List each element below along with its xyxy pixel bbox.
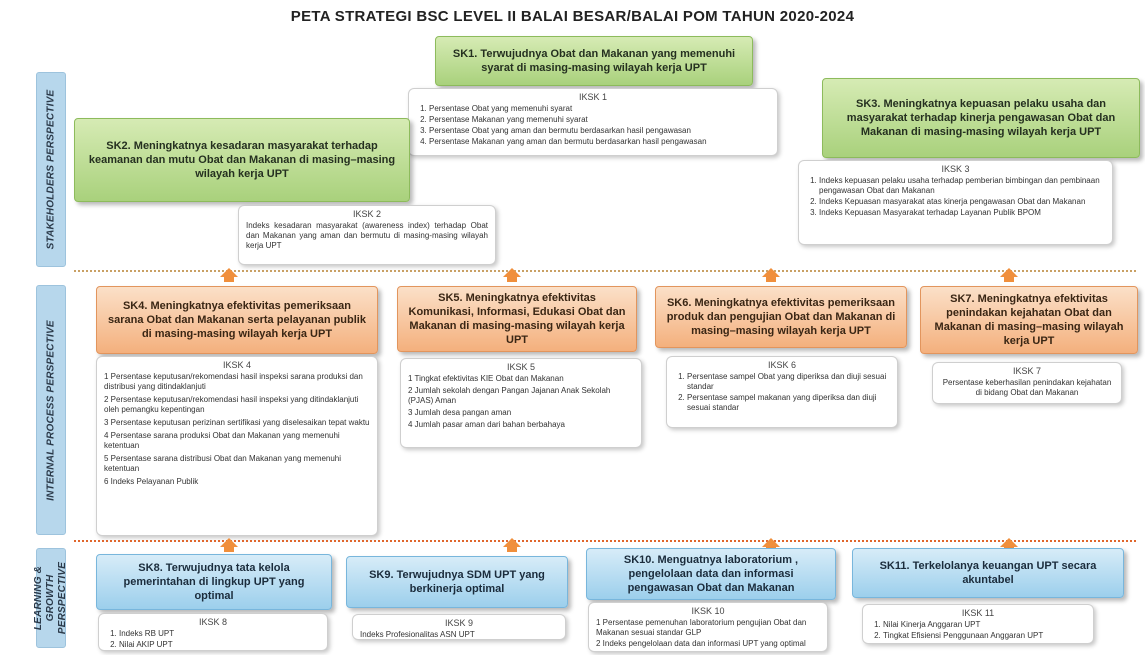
iksk8-indicator-box: IKSK 8 Indeks RB UPT Nilai AKIP UPT bbox=[98, 613, 328, 651]
iksk1-item: Persentase Obat yang memenuhi syarat bbox=[429, 104, 770, 114]
iksk4-item: 5 Persentase sarana distribusi Obat dan … bbox=[104, 454, 342, 473]
arrow-up-icon bbox=[503, 538, 521, 552]
sk10-objective-box: SK10. Menguatnya laboratorium , pengelol… bbox=[586, 548, 836, 600]
internal-divider bbox=[74, 540, 1136, 542]
iksk9-indicator-box: IKSK 9 Indeks Profesionalitas ASN UPT bbox=[352, 614, 566, 640]
arrow-up-icon bbox=[220, 268, 238, 282]
iksk8-item: Indeks RB UPT bbox=[119, 629, 320, 639]
iksk6-item: Persentase sampel makanan yang diperiksa… bbox=[687, 393, 890, 413]
iksk2-indicator-box: IKSK 2 Indeks kesadaran masyarakat (awar… bbox=[238, 205, 496, 265]
sk8-text: SK8. Terwujudnya tata kelola pemerintaha… bbox=[123, 562, 305, 602]
iksk4-item: 6 Indeks Pelayanan Publik bbox=[104, 477, 199, 486]
iksk6-item: Persentase sampel Obat yang diperiksa da… bbox=[687, 372, 890, 392]
stakeholders-perspective-text: STAKEHOLDERS PERSPECTIVE bbox=[45, 89, 57, 250]
iksk8-label: IKSK 8 bbox=[198, 617, 227, 627]
sk3-objective-box: SK3. Meningkatnya kepuasan pelaku usaha … bbox=[822, 78, 1140, 158]
sk11-objective-box: SK11. Terkelolanya keuangan UPT secara a… bbox=[852, 548, 1124, 598]
sk5-text: SK5. Meningkatnya efektivitas Komunikasi… bbox=[408, 292, 626, 346]
iksk7-indicator-box: IKSK 7 Persentase keberhasilan penindaka… bbox=[932, 362, 1122, 404]
iksk9-label: IKSK 9 bbox=[444, 618, 473, 628]
iksk5-item: 3 Jumlah desa pangan aman bbox=[408, 408, 512, 417]
iksk5-item: 2 Jumlah sekolah dengan Pangan Jajanan A… bbox=[408, 386, 611, 405]
iksk3-item: Indeks Kepuasan masyarakat atas kinerja … bbox=[819, 197, 1105, 207]
iksk3-indicator-box: IKSK 3 Indeks kepuasan pelaku usaha terh… bbox=[798, 160, 1113, 245]
iksk6-label: IKSK 6 bbox=[767, 360, 796, 370]
sk6-objective-box: SK6. Meningkatnya efektivitas pemeriksaa… bbox=[655, 286, 907, 348]
iksk3-item: Indeks Kepuasan Masyarakat terhadap Laya… bbox=[819, 208, 1105, 218]
sk7-text: SK7. Meningkatnya efektivitas penindakan… bbox=[934, 293, 1124, 347]
sk8-objective-box: SK8. Terwujudnya tata kelola pemerintaha… bbox=[96, 554, 332, 610]
iksk9-text: Indeks Profesionalitas ASN UPT bbox=[360, 630, 475, 639]
sk2-objective-box: SK2. Meningkatnya kesadaran masyarakat t… bbox=[74, 118, 410, 202]
iksk5-label: IKSK 5 bbox=[506, 362, 535, 372]
iksk2-label: IKSK 2 bbox=[352, 209, 381, 219]
iksk5-item: 1 Tingkat efektivitas KIE Obat dan Makan… bbox=[408, 374, 564, 383]
learning-growth-perspective-label: LEARNING & GROWTH PERSPECTIVE bbox=[33, 548, 68, 648]
iksk7-text: Persentase keberhasilan penindakan kejah… bbox=[942, 378, 1112, 397]
internal-process-perspective-text: INTERNAL PROCESS PERSPECTIVE bbox=[45, 319, 57, 501]
sk5-objective-box: SK5. Meningkatnya efektivitas Komunikasi… bbox=[397, 286, 637, 352]
iksk4-indicator-box: IKSK 4 1 Persentase keputusan/rekomendas… bbox=[96, 356, 378, 536]
sk2-text: SK2. Meningkatnya kesadaran masyarakat t… bbox=[88, 140, 396, 180]
iksk3-label: IKSK 3 bbox=[941, 164, 970, 174]
iksk1-label: IKSK 1 bbox=[578, 92, 607, 102]
iksk1-item: Persentase Makanan yang memenuhi syarat bbox=[429, 115, 770, 125]
arrow-up-icon bbox=[1000, 538, 1018, 552]
sk4-objective-box: SK4. Meningkatnya efektivitas pemeriksaa… bbox=[96, 286, 378, 354]
iksk10-indicator-box: IKSK 10 1 Persentase pemenuhan laborator… bbox=[588, 602, 828, 652]
sk1-objective-box: SK1. Terwujudnya Obat dan Makanan yang m… bbox=[435, 36, 753, 86]
iksk1-item: Persentase Makanan yang aman dan bermutu… bbox=[429, 137, 770, 147]
iksk1-indicator-box: IKSK 1 Persentase Obat yang memenuhi sya… bbox=[408, 88, 778, 156]
iksk5-item: 4 Jumlah pasar aman dari bahan berbahaya bbox=[408, 420, 565, 429]
iksk3-item: Indeks kepuasan pelaku usaha terhadap pe… bbox=[819, 176, 1105, 196]
sk4-text: SK4. Meningkatnya efektivitas pemeriksaa… bbox=[108, 300, 366, 340]
iksk6-indicator-box: IKSK 6 Persentase sampel Obat yang diper… bbox=[666, 356, 898, 428]
iksk2-text: Indeks kesadaran masyarakat (awareness i… bbox=[246, 221, 488, 250]
sk10-text: SK10. Menguatnya laboratorium , pengelol… bbox=[623, 554, 799, 594]
sk9-objective-box: SK9. Terwujudnya SDM UPT yang berkinerja… bbox=[346, 556, 568, 608]
arrow-up-icon bbox=[503, 268, 521, 282]
arrow-up-icon bbox=[220, 538, 238, 552]
iksk8-item: Nilai AKIP UPT bbox=[119, 640, 320, 650]
sk6-text: SK6. Meningkatnya efektivitas pemeriksaa… bbox=[666, 297, 896, 337]
arrow-up-icon bbox=[1000, 268, 1018, 282]
iksk4-label: IKSK 4 bbox=[222, 360, 251, 370]
iksk10-item: 1 Persentase pemenuhan laboratorium peng… bbox=[596, 618, 807, 637]
iksk11-item: Tingkat Efisiensi Penggunaan Anggaran UP… bbox=[883, 631, 1086, 641]
iksk1-item: Persentase Obat yang aman dan bermutu be… bbox=[429, 126, 770, 136]
iksk4-item: 4 Persentase sarana produksi Obat dan Ma… bbox=[104, 431, 340, 450]
iksk11-indicator-box: IKSK 11 Nilai Kinerja Anggaran UPT Tingk… bbox=[862, 604, 1094, 644]
iksk4-item: 3 Persentase keputusan perizinan sertifi… bbox=[104, 418, 370, 427]
sk11-text: SK11. Terkelolanya keuangan UPT secara a… bbox=[879, 560, 1097, 586]
iksk4-item: 1 Persentase keputusan/rekomendasi hasil… bbox=[104, 372, 363, 391]
arrow-up-icon bbox=[762, 268, 780, 282]
arrow-up-icon bbox=[762, 538, 780, 552]
iksk10-item: 2 Indeks pengelolaan data dan informasi … bbox=[596, 639, 806, 648]
sk3-text: SK3. Meningkatnya kepuasan pelaku usaha … bbox=[846, 98, 1116, 138]
iksk7-label: IKSK 7 bbox=[1012, 366, 1041, 376]
page-title: PETA STRATEGI BSC LEVEL II BALAI BESAR/B… bbox=[290, 8, 855, 25]
iksk11-label: IKSK 11 bbox=[961, 608, 995, 618]
sk1-text: SK1. Terwujudnya Obat dan Makanan yang m… bbox=[452, 48, 736, 74]
sk7-objective-box: SK7. Meningkatnya efektivitas penindakan… bbox=[920, 286, 1138, 354]
learning-growth-perspective-text: LEARNING & GROWTH PERSPECTIVE bbox=[33, 561, 68, 635]
iksk10-label: IKSK 10 bbox=[691, 606, 725, 616]
iksk5-indicator-box: IKSK 5 1 Tingkat efektivitas KIE Obat da… bbox=[400, 358, 642, 448]
iksk4-item: 2 Persentase keputusan/rekomendasi hasil… bbox=[104, 395, 359, 414]
stakeholder-divider bbox=[74, 270, 1136, 272]
internal-process-perspective-label: INTERNAL PROCESS PERSPECTIVE bbox=[36, 285, 66, 535]
stakeholders-perspective-label: STAKEHOLDERS PERSPECTIVE bbox=[36, 72, 66, 267]
sk9-text: SK9. Terwujudnya SDM UPT yang berkinerja… bbox=[369, 569, 545, 595]
iksk11-item: Nilai Kinerja Anggaran UPT bbox=[883, 620, 1086, 630]
